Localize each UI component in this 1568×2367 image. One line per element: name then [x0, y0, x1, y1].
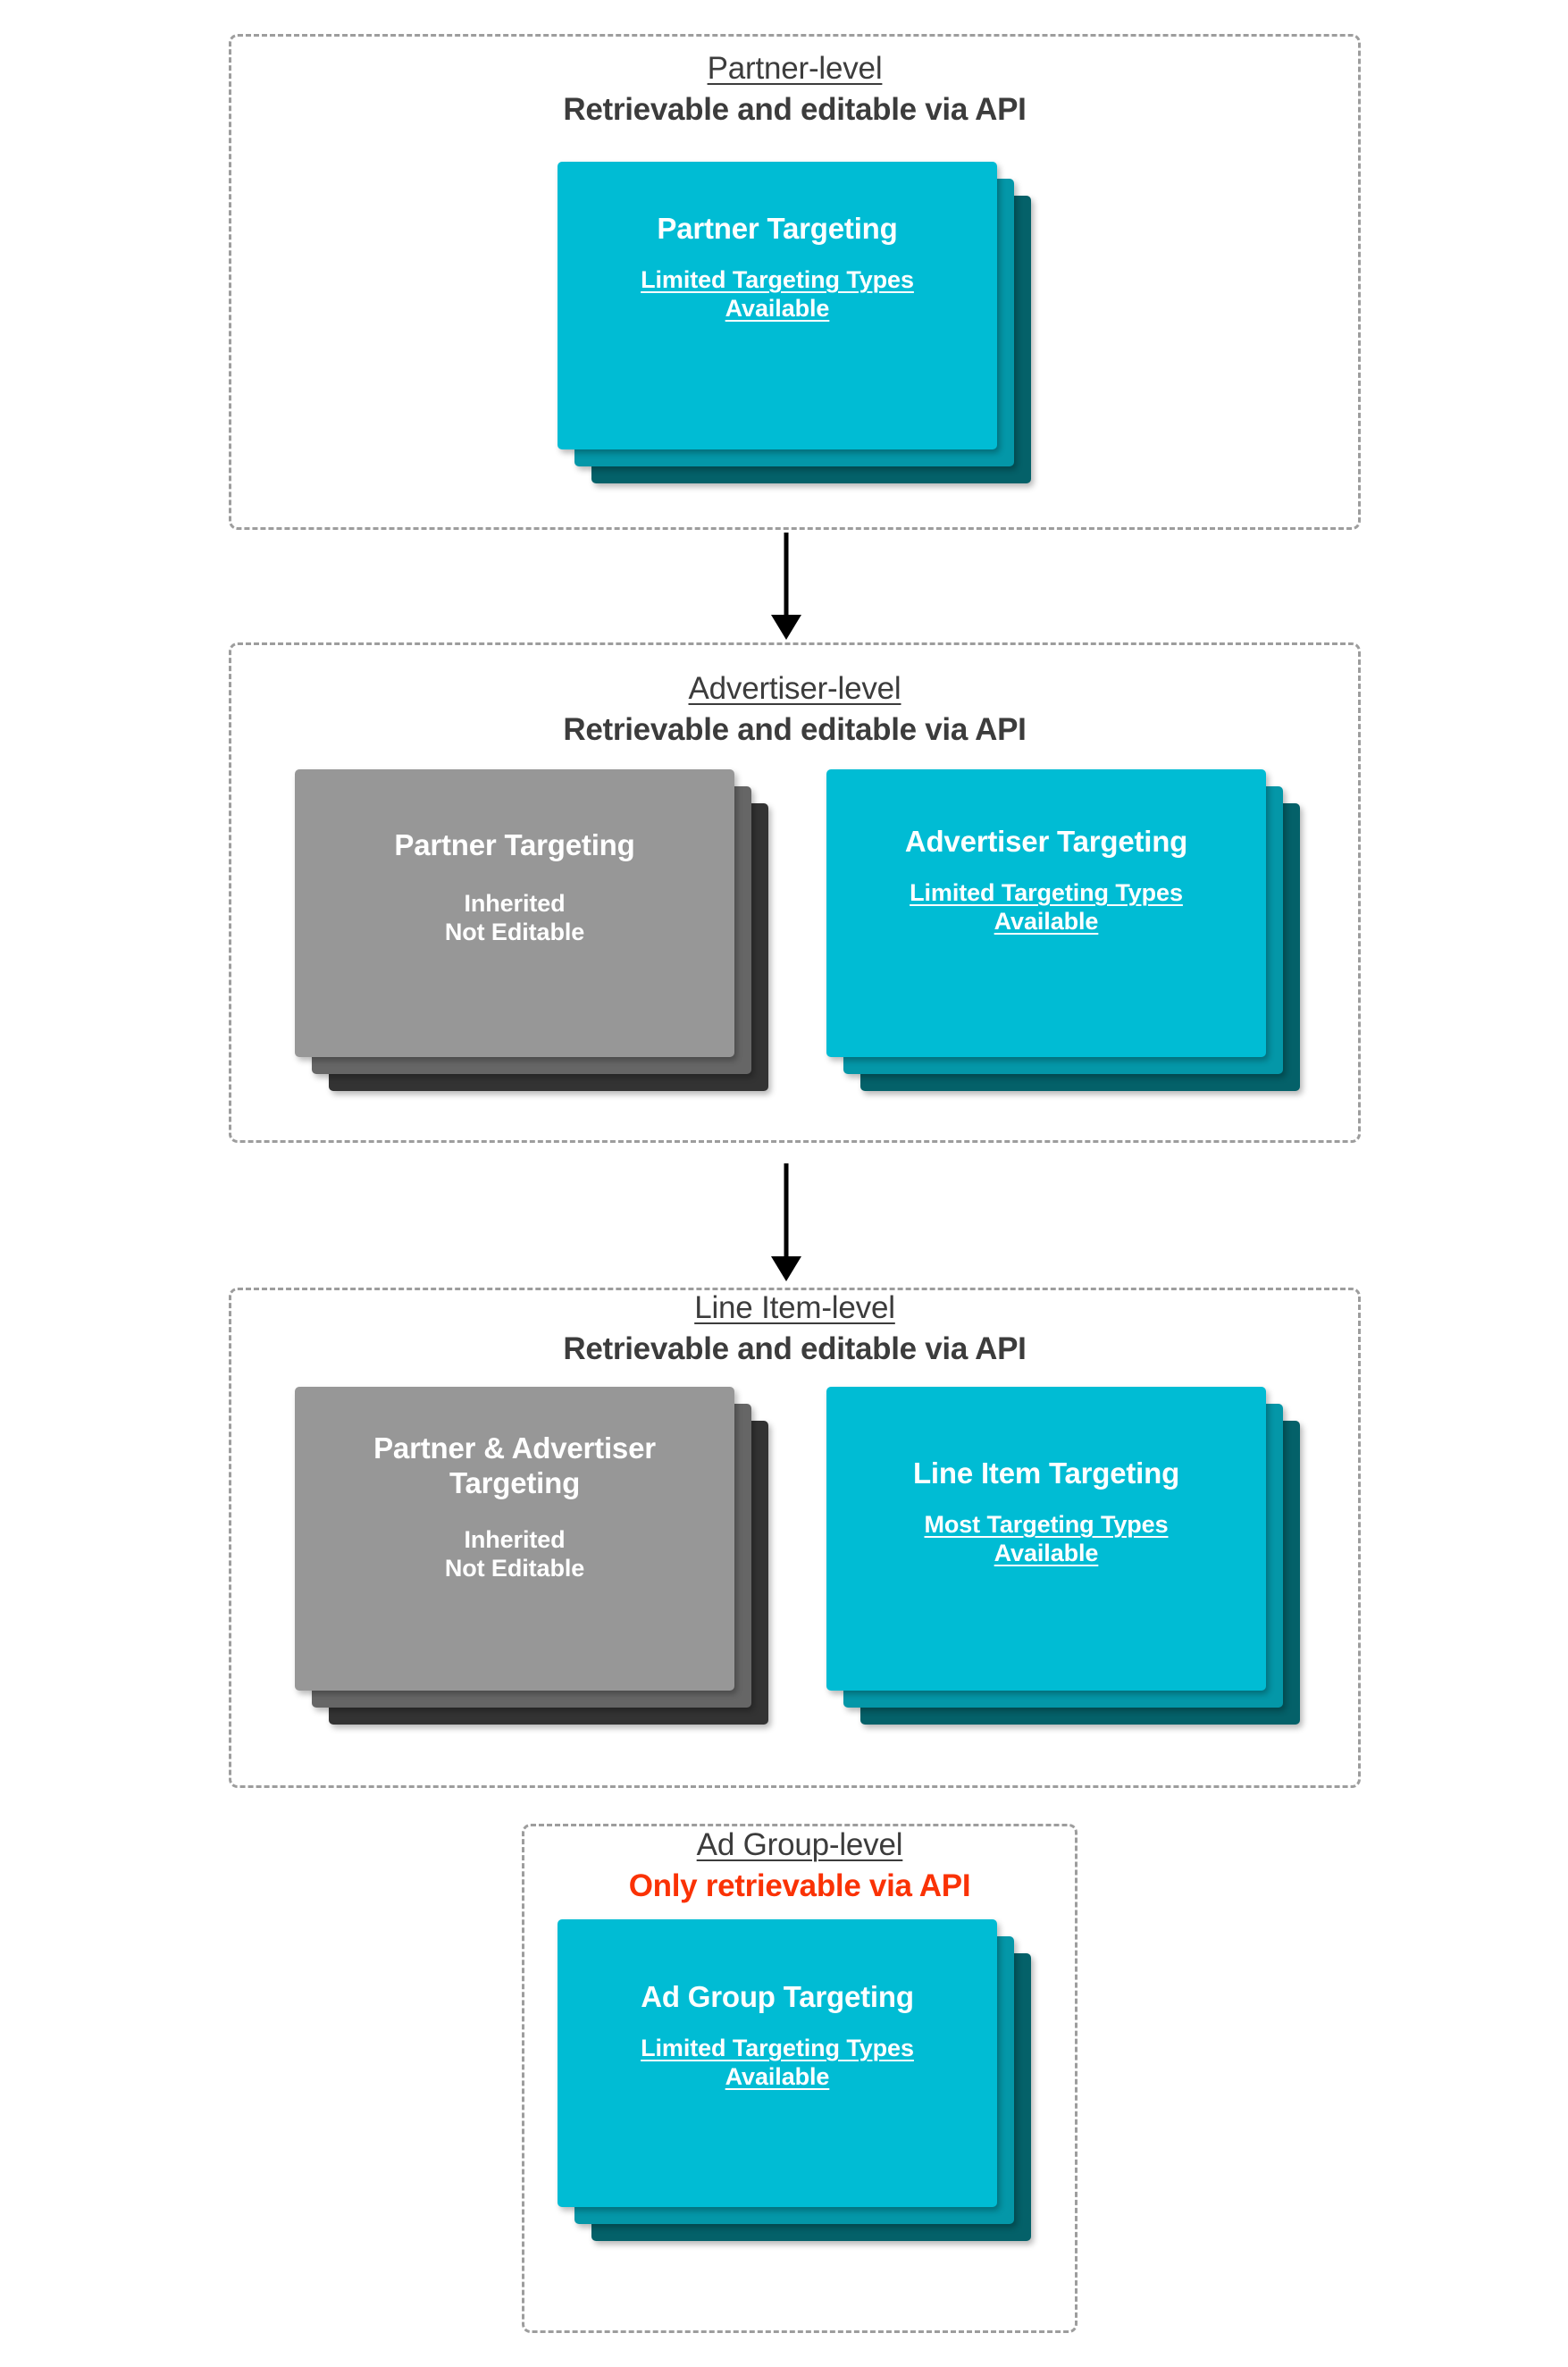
card-stack-advertiser-targeting: Advertiser Targeting Limited Targeting T… [826, 769, 1300, 1127]
card-subtitle-line-2: Available [725, 294, 830, 322]
card-stack-advertiser-inherited: Partner Targeting Inherited Not Editable [295, 769, 768, 1127]
card-stack-line-item-targeting: Line Item Targeting Most Targeting Types… [826, 1387, 1300, 1744]
card-subtitle-line-2: Available [725, 2062, 830, 2090]
level-box-advertiser [229, 642, 1361, 1143]
card-subtitle-line-2: Not Editable [444, 918, 585, 945]
arrow-partner-to-advertiser [771, 533, 801, 640]
card-subtitle-line-1: Inherited [464, 889, 566, 917]
card-line-item-targeting[interactable]: Line Item Targeting Most Targeting Types… [826, 1387, 1266, 1691]
card-ad-group-targeting[interactable]: Ad Group Targeting Limited Targeting Typ… [558, 1919, 997, 2207]
card-content: Partner Targeting Limited Targeting Type… [558, 162, 997, 449]
card-content: Advertiser Targeting Limited Targeting T… [826, 769, 1266, 1057]
card-content: Partner & Advertiser Targeting Inherited… [295, 1387, 734, 1691]
card-content: Partner Targeting Inherited Not Editable [295, 769, 734, 1057]
card-subtitle-line-1: Most Targeting Types [924, 1510, 1169, 1538]
level-box-partner [229, 34, 1361, 530]
card-partner-targeting[interactable]: Partner Targeting Limited Targeting Type… [558, 162, 997, 449]
card-stack-ad-group-targeting: Ad Group Targeting Limited Targeting Typ… [558, 1919, 1031, 2277]
card-subtitle-line-1: Inherited [464, 1525, 566, 1553]
card-subtitle-line-2: Available [994, 1539, 1099, 1566]
card-title: Advertiser Targeting [904, 825, 1188, 858]
card-stack-line-item-inherited: Partner & Advertiser Targeting Inherited… [295, 1387, 768, 1744]
card-subtitle-line-2: Available [994, 907, 1099, 935]
card-title: Partner Targeting [394, 828, 635, 861]
card-content: Ad Group Targeting Limited Targeting Typ… [558, 1919, 997, 2207]
card-advertiser-targeting[interactable]: Advertiser Targeting Limited Targeting T… [826, 769, 1266, 1057]
card-subtitle-line-2: Not Editable [444, 1554, 585, 1582]
card-stack-partner-targeting: Partner Targeting Limited Targeting Type… [558, 162, 1031, 483]
level-box-ad-group [522, 1824, 1077, 2333]
card-title: Line Item Targeting [912, 1456, 1180, 1490]
card-title: Partner Targeting [657, 212, 898, 245]
arrow-advertiser-to-line-item [771, 1163, 801, 1281]
card-title: Partner & Advertiser Targeting [373, 1431, 656, 1499]
card-line-item-inherited[interactable]: Partner & Advertiser Targeting Inherited… [295, 1387, 734, 1691]
card-content: Line Item Targeting Most Targeting Types… [826, 1387, 1266, 1691]
card-subtitle-line-1: Limited Targeting Types [641, 265, 914, 293]
card-advertiser-inherited-partner[interactable]: Partner Targeting Inherited Not Editable [295, 769, 734, 1057]
card-title: Ad Group Targeting [641, 1980, 914, 2013]
level-box-line-item [229, 1288, 1361, 1788]
card-subtitle-line-1: Limited Targeting Types [910, 878, 1183, 906]
card-subtitle-line-1: Limited Targeting Types [641, 2034, 914, 2061]
